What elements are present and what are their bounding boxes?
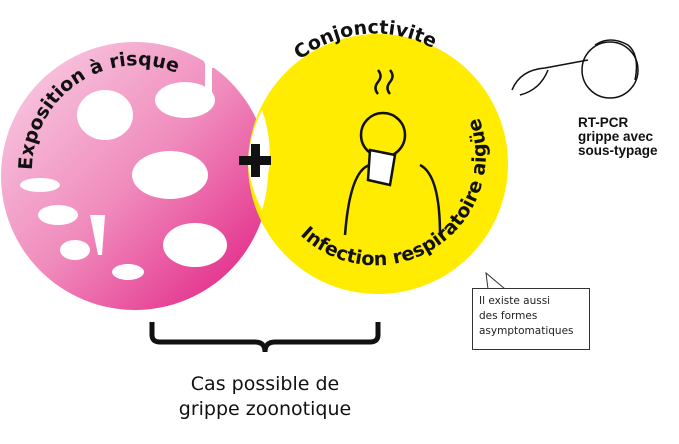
swab-test-icon	[511, 39, 639, 99]
result-label: Cas possible de grippe zoonotique	[150, 372, 380, 422]
test-line: grippe avec	[578, 129, 654, 144]
note-line: Il existe aussi	[479, 295, 551, 307]
brace-icon	[149, 322, 381, 353]
sick-person-icon	[343, 69, 442, 236]
rt-pcr-label: RT-PCR grippe avec sous-typage	[578, 116, 658, 158]
asymptomatic-note: Il existe aussi des formes asymptomatiqu…	[472, 288, 590, 350]
note-line: des formes	[479, 310, 538, 322]
result-line: Cas possible de	[190, 373, 340, 395]
animal-silhouettes-icon	[20, 52, 227, 280]
test-line: RT-PCR	[578, 115, 629, 130]
note-line: asymptomatiques	[479, 325, 574, 337]
plus-icon	[239, 144, 271, 177]
result-line: grippe zoonotique	[178, 398, 352, 420]
test-line: sous-typage	[578, 143, 658, 158]
